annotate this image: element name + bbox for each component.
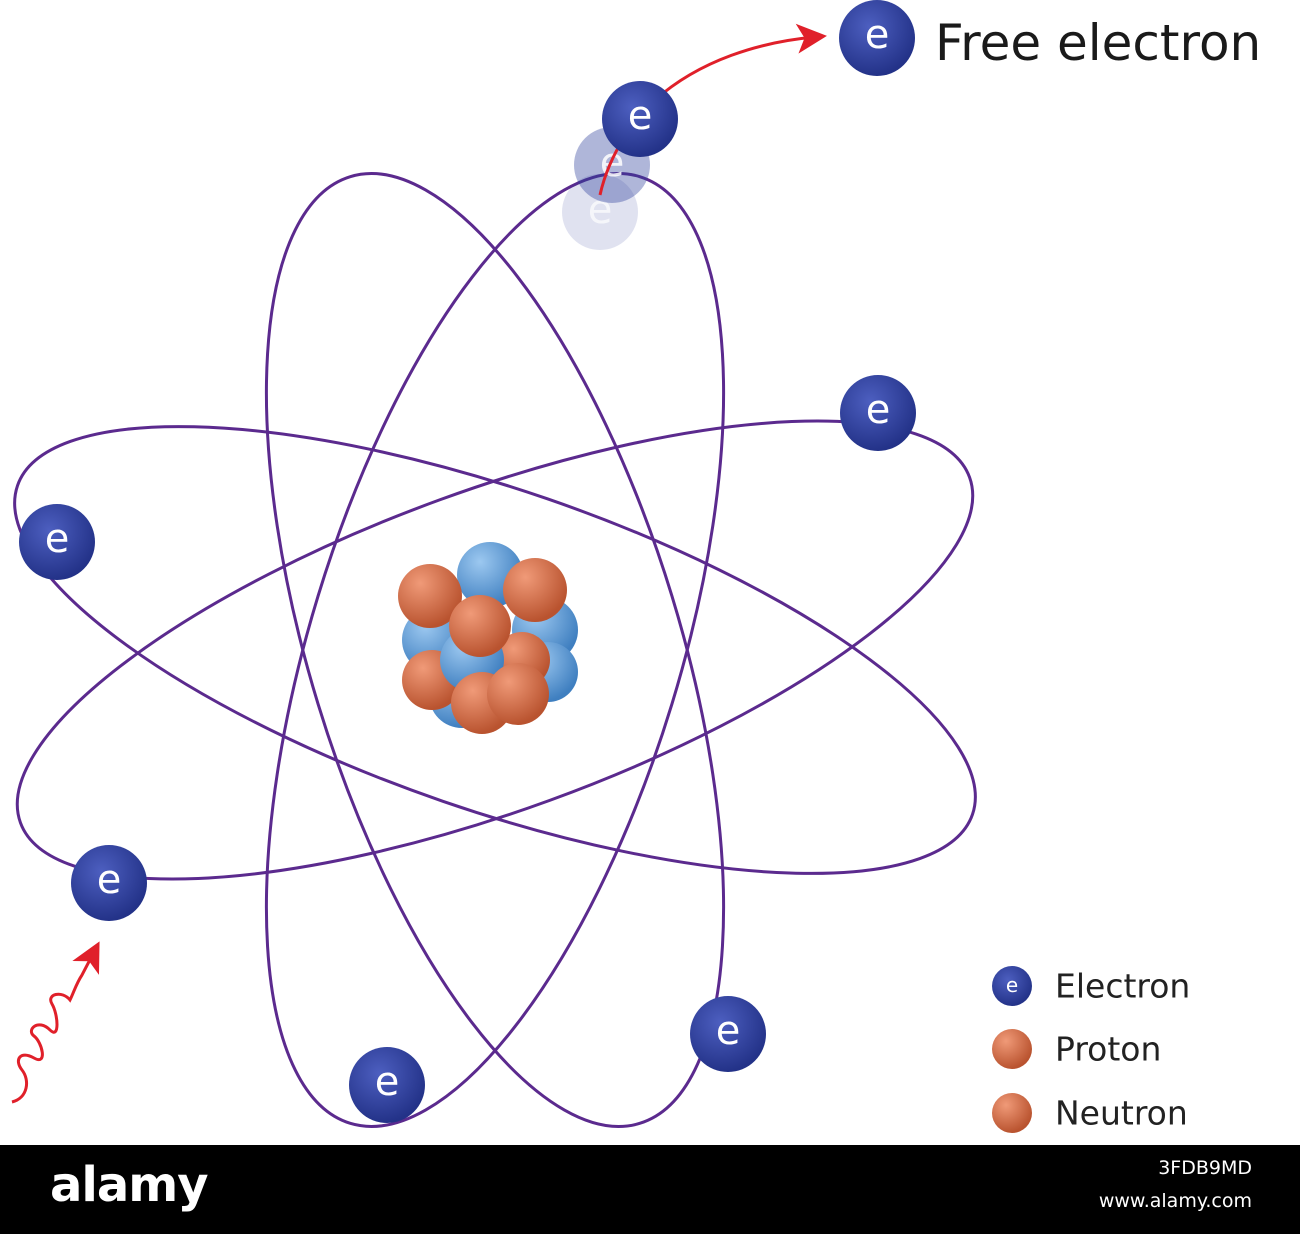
proton-particle [449, 595, 511, 657]
proton-swatch [992, 1029, 1032, 1069]
electron-swatch-symbol: e [1006, 973, 1018, 997]
electron-symbol: e [628, 93, 653, 139]
electron-ball [840, 375, 916, 451]
proton-particle [503, 558, 567, 622]
brand-logo: alamy [50, 1157, 209, 1213]
electron-symbol: e [716, 1008, 741, 1054]
electron-symbol: e [866, 387, 891, 433]
watermark-footer: alamy 3FDB9MD www.alamy.com [0, 1145, 1300, 1234]
neutron-swatch [992, 1093, 1032, 1133]
free-electron-label: Free electron [935, 14, 1261, 72]
electron-swatch [992, 966, 1032, 1006]
electron: e [840, 375, 916, 451]
orbit-tilted-right [264, 172, 726, 1128]
legend-label-proton: Proton [1055, 1030, 1161, 1069]
site-url: www.alamy.com [1098, 1190, 1252, 1212]
orbit-rising [15, 419, 975, 881]
electron-ball [19, 504, 95, 580]
electron-ball [71, 845, 147, 921]
legend-item-electron: e Electron [992, 966, 1190, 1006]
orbit-falling [13, 425, 977, 875]
electron-symbol: e [97, 857, 122, 903]
free-electron: e Free electron [839, 0, 1261, 76]
orbit-tilted-left [264, 172, 726, 1128]
electron: e [602, 81, 678, 157]
legend: e Electron Proton Neutron [992, 966, 1190, 1133]
atom-diagram: e e e e e e e e [11, 0, 1261, 1133]
electron: e [690, 996, 766, 1072]
free-electron-ball [839, 0, 915, 76]
proton-particle [398, 564, 462, 628]
electron: e [349, 1047, 425, 1123]
electrons: e e e e e e [19, 81, 916, 1123]
electron-ghost [562, 174, 638, 250]
proton-particle [487, 663, 549, 725]
electron: e [71, 845, 147, 921]
legend-label-electron: Electron [1055, 967, 1190, 1006]
photon-arrow [11, 941, 100, 1104]
legend-item-neutron: Neutron [992, 1093, 1188, 1133]
nucleus [398, 542, 578, 734]
legend-item-proton: Proton [992, 1029, 1161, 1069]
electron: e [19, 504, 95, 580]
legend-label-neutron: Neutron [1055, 1094, 1188, 1133]
orbits [13, 172, 977, 1128]
electron-ball [349, 1047, 425, 1123]
electron-symbol: e [375, 1059, 400, 1105]
electron-ball [690, 996, 766, 1072]
electron-symbol: e [45, 516, 70, 562]
footer-info: 3FDB9MD www.alamy.com [1002, 1153, 1252, 1219]
free-electron-symbol: e [865, 12, 890, 58]
electron-ball [602, 81, 678, 157]
image-id: 3FDB9MD [1158, 1157, 1252, 1179]
